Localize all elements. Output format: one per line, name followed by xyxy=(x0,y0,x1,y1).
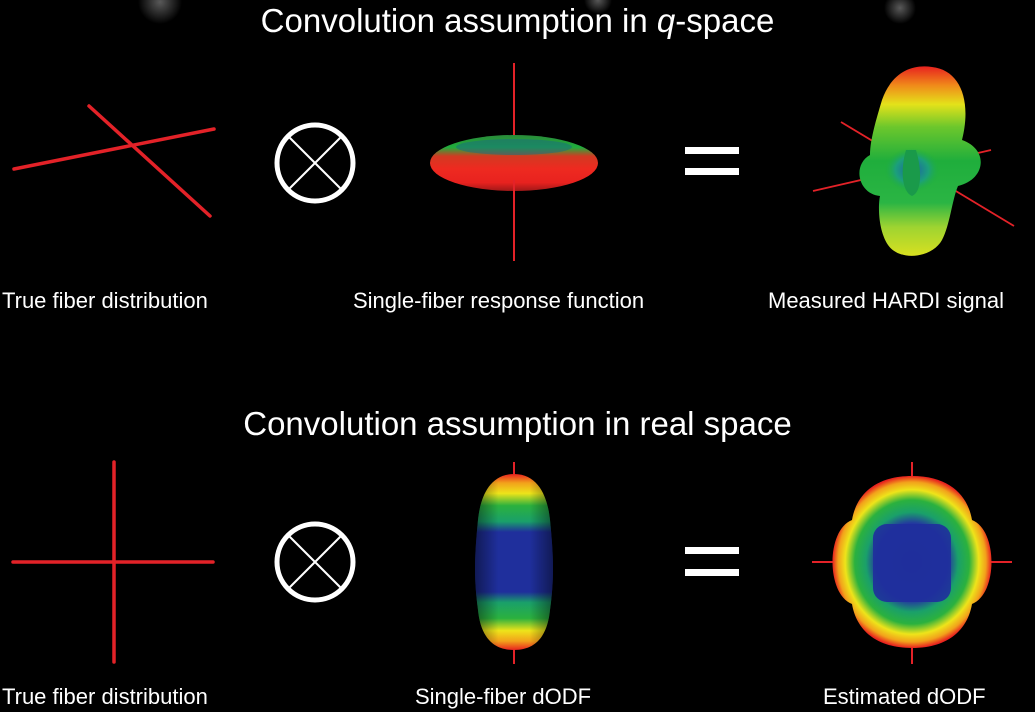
top-response-label: Single-fiber response function xyxy=(353,288,645,313)
top-title-italic: q xyxy=(656,2,676,39)
top-row-title: Convolution assumption in q-space xyxy=(0,2,1035,40)
equals-icon xyxy=(685,147,739,175)
crossed-fibers-icon xyxy=(12,104,216,218)
bottom-true-fiber-label: True fiber distribution xyxy=(2,684,208,709)
bottom-row-title: Convolution assumption in real space xyxy=(243,405,792,442)
estimated-dodf-icon xyxy=(812,462,1012,664)
convolution-operator-icon xyxy=(274,521,356,603)
background-glow xyxy=(884,0,916,24)
orthogonal-fibers-icon xyxy=(11,460,215,664)
top-measured-label: Measured HARDI signal xyxy=(768,288,1004,313)
bottom-response-label: Single-fiber dODF xyxy=(415,684,592,709)
convolution-operator-icon xyxy=(274,122,356,204)
capsule-dodf-icon xyxy=(475,462,553,664)
background-glow xyxy=(584,0,612,14)
top-true-fiber-label: True fiber distribution xyxy=(2,288,208,313)
background-glow xyxy=(138,0,182,24)
bottom-estimated-label: Estimated dODF xyxy=(823,684,986,709)
hardi-signal-icon xyxy=(812,66,1015,256)
top-title-prefix: Convolution assumption in xyxy=(260,2,657,39)
torus-response-icon xyxy=(430,63,598,261)
top-title-suffix: -space xyxy=(675,2,775,39)
equals-icon xyxy=(685,547,739,576)
